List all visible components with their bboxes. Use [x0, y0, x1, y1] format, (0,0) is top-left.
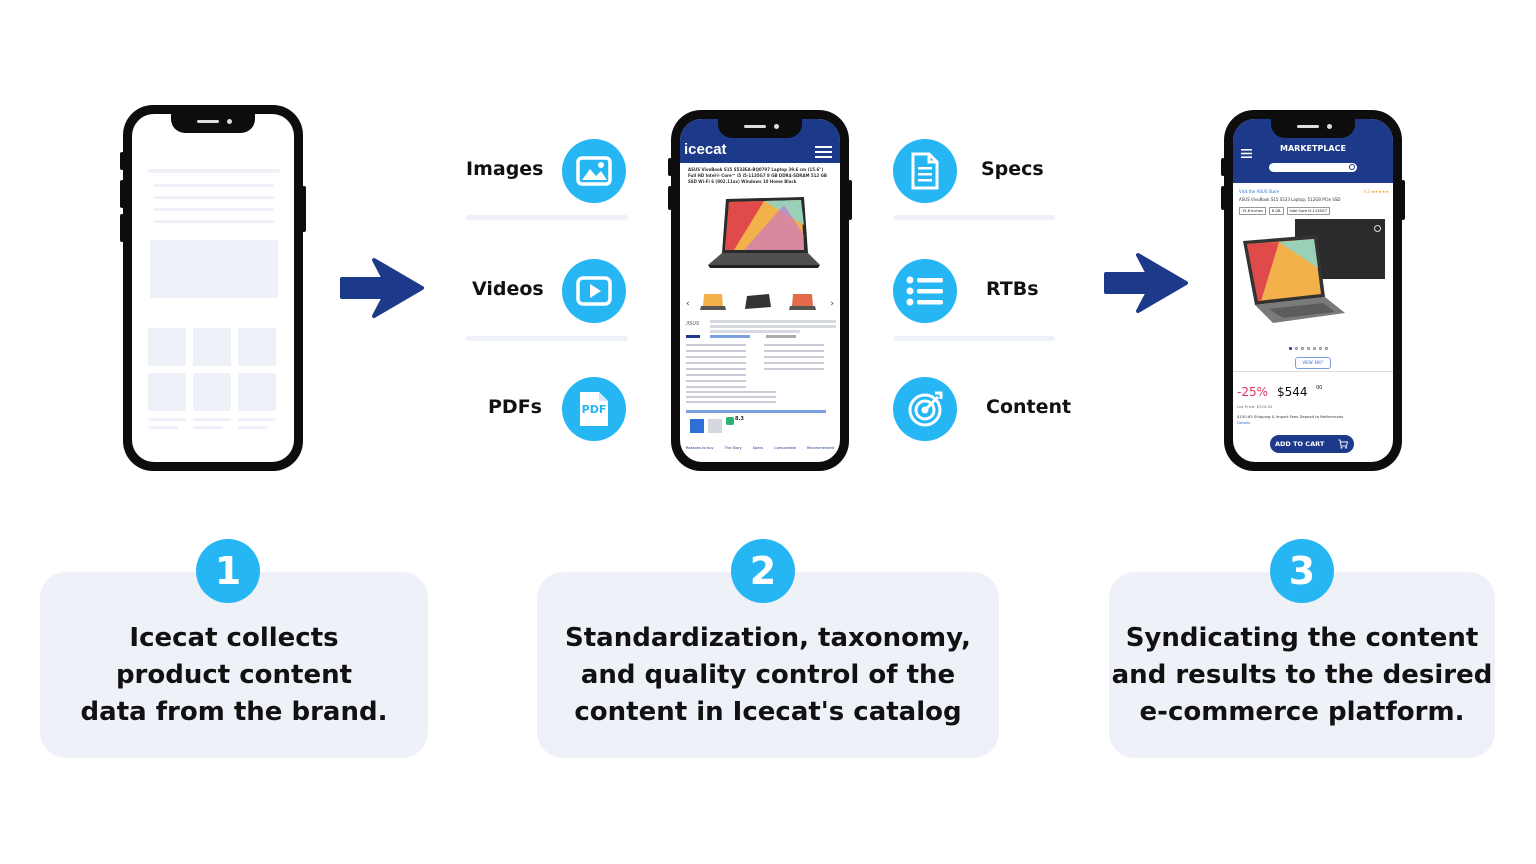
thumbnail-image[interactable] [788, 293, 816, 311]
phone-side-button [120, 214, 124, 242]
spec-chips: 15.6 Inches 8 GB Intel Core i5-1135G7 [1239, 207, 1330, 215]
add-to-cart-button[interactable]: ADD TO CART [1270, 435, 1354, 453]
cart-icon [1338, 439, 1348, 449]
phone-marketplace: MARKETPLACE Visit the ASUS Store 4.3 ★★★… [1224, 110, 1402, 471]
thumbnail-image[interactable] [700, 293, 726, 311]
product-title: ASUS VivoBook S15 S533EA-BQ0707 Laptop 3… [688, 167, 827, 184]
phone-brand-wireframe [123, 105, 303, 471]
price-label: $544 [1277, 385, 1308, 399]
play-icon [562, 259, 626, 323]
arrow-right-icon [340, 258, 424, 318]
discount-label: -25% [1237, 385, 1269, 399]
quality-score: 8.3 [735, 416, 744, 422]
laptop-image [708, 197, 820, 268]
details-link[interactable]: Details [1237, 420, 1251, 425]
tab-comparable[interactable]: Comparable [774, 446, 797, 450]
tab-recommended[interactable]: Recommended [806, 446, 834, 450]
badge-image [690, 419, 704, 433]
product-tabs: Reasons to buy The Story Specs Comparabl… [686, 446, 834, 450]
add-to-cart-label: ADD TO CART [1275, 440, 1325, 448]
badge-image [708, 419, 722, 433]
phone-side-button [120, 152, 124, 170]
feature-label-specs: Specs [981, 158, 1044, 180]
feature-label-rtbs: RTBs [986, 278, 1039, 300]
document-icon [893, 139, 957, 203]
phone-side-button [848, 180, 852, 220]
step-number-badge: 1 [196, 539, 260, 603]
list-price: List Price: $724.00 [1237, 404, 1273, 409]
step-number-badge: 2 [731, 539, 795, 603]
target-icon [893, 377, 957, 441]
feature-label-videos: Videos [472, 278, 544, 300]
spec-lines [764, 344, 824, 372]
phone-side-button [1401, 180, 1405, 220]
tab-reasons-to-buy[interactable]: Reasons to buy [686, 446, 714, 450]
spec-chip[interactable]: 8 GB [1268, 207, 1284, 215]
tab-specs[interactable]: Specs [752, 446, 764, 450]
tab-the-story[interactable]: The Story [724, 446, 742, 450]
divider [466, 215, 628, 220]
step-number-badge: 3 [1270, 539, 1334, 603]
asus-logo: /ISUS [686, 321, 700, 327]
phone-side-button [302, 186, 306, 232]
phone-side-button [120, 180, 124, 208]
price-cents: 00 [1316, 385, 1323, 391]
score-badge [726, 417, 734, 425]
pdf-icon: PDF [562, 377, 626, 441]
spec-chip[interactable]: 15.6 Inches [1239, 207, 1266, 215]
feature-label-images: Images [466, 158, 544, 180]
laptop-image [1243, 235, 1345, 323]
list-icon [893, 259, 957, 323]
phone-side-button [1221, 158, 1225, 176]
step-description: Standardization, taxonomy,and quality co… [565, 623, 971, 727]
divider [466, 336, 628, 341]
spec-lines [686, 344, 746, 388]
step-card-2: Standardization, taxonomy,and quality co… [537, 572, 999, 758]
store-link[interactable]: Visit the ASUS Store [1239, 189, 1280, 194]
share-icon[interactable] [1374, 225, 1381, 232]
pdf-icon-text: PDF [581, 403, 607, 416]
phone-icecat-catalog: icecat ASUS VivoBook S15 S533EA-BQ0707 L… [671, 110, 849, 471]
phone-side-button [1221, 186, 1225, 210]
search-icon [1349, 164, 1355, 170]
divider [893, 336, 1055, 341]
search-input[interactable] [1269, 163, 1357, 172]
marketplace-title: MARKETPLACE [1280, 144, 1346, 153]
rating-stars: 4.3 ★★★★★ [1363, 189, 1389, 194]
phone-side-button [668, 158, 672, 176]
image-icon [562, 139, 626, 203]
menu-icon[interactable] [1241, 143, 1252, 162]
spec-chip[interactable]: Intel Core i5-1135G7 [1286, 207, 1330, 215]
menu-icon[interactable] [815, 143, 832, 162]
carousel-dots[interactable] [1289, 347, 1328, 350]
product-name: ASUS VivoBook S15 S533 Laptop, 512GB PCI… [1239, 197, 1341, 202]
thumbnail-image[interactable] [744, 293, 772, 311]
spec-lines [686, 391, 776, 405]
feature-label-pdfs: PDFs [488, 396, 542, 418]
feature-label-content: Content [986, 396, 1072, 418]
icecat-logo: icecat [684, 141, 727, 158]
chevron-left-icon[interactable]: ‹ [686, 299, 690, 309]
chevron-right-icon[interactable]: › [830, 299, 834, 309]
phone-side-button [668, 186, 672, 210]
shipping-info: $150.63 Shipping & Import Fees Deposit t… [1237, 414, 1344, 419]
view-360-button[interactable]: VIEW 360° [1295, 357, 1331, 369]
arrow-right-icon [1104, 253, 1188, 313]
divider [893, 215, 1055, 220]
